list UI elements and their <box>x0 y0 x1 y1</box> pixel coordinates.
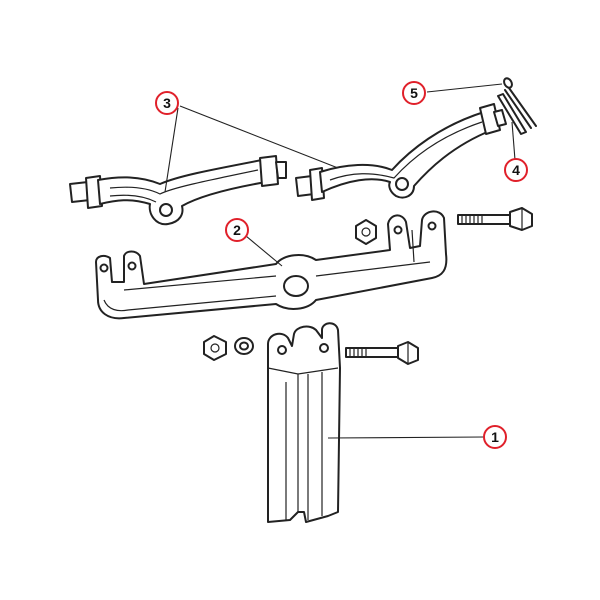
callout-5-circle <box>402 81 426 105</box>
part-3-right-arm <box>295 103 507 201</box>
left-arm-pivot-hole <box>159 203 173 217</box>
callout-4-circle <box>504 158 528 182</box>
leader-3-left <box>164 107 179 193</box>
callout-3: 3 <box>155 91 179 115</box>
callout-2: 2 <box>225 218 249 242</box>
part-5-cotter-pin <box>503 77 537 129</box>
callout-3-circle <box>155 91 179 115</box>
part-2-equalizer-bar <box>95 210 448 320</box>
leader-4 <box>511 121 516 161</box>
part-3-left-arm <box>69 155 287 226</box>
upper-hex-nut <box>355 219 377 245</box>
equalizer-bar-left-hole <box>99 263 109 273</box>
right-arm-pivot-hole <box>395 177 409 191</box>
callout-4: 4 <box>504 158 528 182</box>
callout-5: 5 <box>402 81 426 105</box>
callout-2-circle <box>225 218 249 242</box>
callout-5-label: 5 <box>410 85 418 101</box>
equalizer-bar-body <box>95 210 448 320</box>
callout-1-label: 1 <box>491 429 499 445</box>
leader-3-right <box>179 105 339 169</box>
equalizer-bar-center-hole <box>283 275 309 297</box>
callout-3-label: 3 <box>163 95 171 111</box>
callout-1: 1 <box>483 425 507 449</box>
leader-2 <box>245 235 283 267</box>
lower-hex-nut <box>203 335 227 361</box>
right-arm-body <box>319 111 493 199</box>
callout-2-label: 2 <box>233 222 241 238</box>
left-arm-body <box>97 159 267 226</box>
equalizer-bar-right-hole <box>393 225 403 235</box>
callout-4-label: 4 <box>512 162 520 178</box>
part-1-clevis-bracket <box>267 322 341 523</box>
part-4-pin <box>497 93 527 135</box>
callout-1-circle <box>483 425 507 449</box>
leader-5 <box>426 83 503 93</box>
leader-lines <box>164 83 516 439</box>
upper-bolt <box>457 207 533 231</box>
lower-washer <box>234 337 254 355</box>
leader-1 <box>327 436 485 439</box>
lower-bolt <box>345 341 419 365</box>
